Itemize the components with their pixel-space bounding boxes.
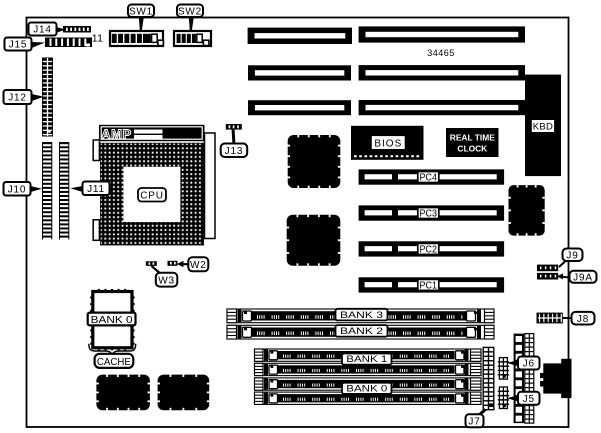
svg-text:PC4: PC4 [420, 172, 438, 183]
svg-text:J5: J5 [523, 394, 535, 405]
svg-text:BANK 0: BANK 0 [91, 314, 133, 326]
svg-text:J15: J15 [9, 40, 28, 51]
svg-text:AMP: AMP [101, 127, 131, 142]
svg-text:W2: W2 [190, 260, 207, 271]
svg-text:PC1: PC1 [420, 280, 438, 291]
svg-text:BANK 1: BANK 1 [346, 354, 387, 364]
svg-text:W3: W3 [158, 275, 175, 286]
svg-text:11: 11 [92, 33, 104, 45]
svg-text:SW1: SW1 [129, 6, 153, 17]
svg-text:AMP: AMP [101, 127, 131, 142]
svg-text:PC2: PC2 [420, 244, 438, 255]
svg-text:PC3: PC3 [420, 208, 438, 219]
svg-text:J9A: J9A [573, 272, 593, 283]
svg-text:J6: J6 [523, 359, 535, 370]
svg-text:34465: 34465 [427, 48, 455, 58]
svg-text:J9: J9 [566, 250, 578, 261]
svg-text:KBD: KBD [533, 121, 553, 132]
svg-text:J7: J7 [468, 416, 480, 427]
svg-text:J8: J8 [577, 314, 589, 325]
svg-text:CLOCK: CLOCK [457, 143, 487, 153]
svg-text:CPU: CPU [140, 190, 164, 201]
svg-text:J12: J12 [8, 93, 27, 104]
svg-text:BANK 3: BANK 3 [340, 310, 383, 320]
svg-text:BANK 2: BANK 2 [340, 326, 383, 336]
svg-text:BANK 0: BANK 0 [346, 383, 387, 393]
svg-text:J11: J11 [87, 184, 105, 195]
svg-text:REAL TIME: REAL TIME [450, 133, 495, 143]
svg-text:J14: J14 [33, 25, 52, 36]
svg-text:J13: J13 [225, 146, 244, 157]
svg-text:CACHE: CACHE [97, 356, 131, 368]
svg-text:J10: J10 [8, 184, 27, 195]
svg-text:SW2: SW2 [178, 6, 202, 17]
svg-text:BIOS: BIOS [374, 138, 402, 149]
